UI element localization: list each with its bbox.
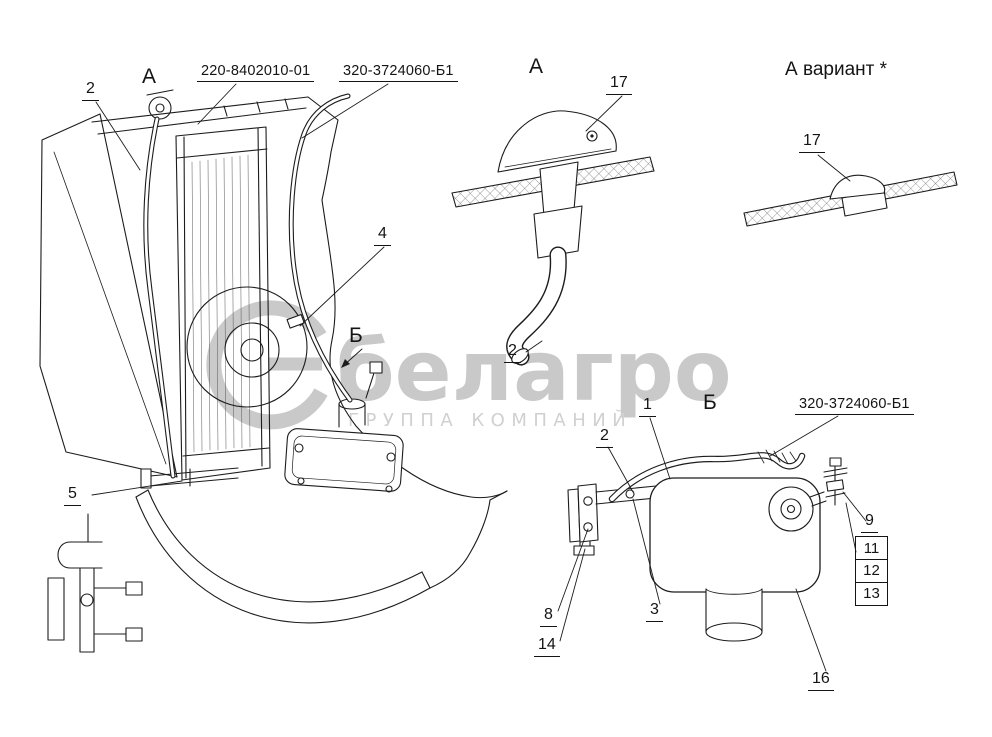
callout-3: 3 [646,601,663,622]
variant-a-drawing [743,154,958,227]
variant-a-title: А вариант * [785,59,888,80]
watermark-subtitle: ГРУППА КОМПАНИЙ [348,409,632,431]
part-number-320-3724060-b1-top: 320-3724060-Б1 [339,63,458,83]
callout-2-detail-a: 2 [504,342,521,363]
callout-11: 11 [855,536,888,560]
watermark-brand: белагро [336,322,732,420]
watermark: белагро ГРУППА КОМПАНИЙ [206,300,732,431]
part-number-320-3724060-b1-detail-b: 320-3724060-Б1 [795,396,914,416]
callout-16: 16 [808,670,834,691]
callout-2-detail-b: 2 [596,427,613,448]
callout-9: 9 [861,512,878,533]
callout-14: 14 [534,636,560,657]
detail-a-title: А [529,55,544,78]
main-view-drawing [39,83,508,653]
callout-box-group: 11 12 13 [855,536,888,606]
washer-pump [768,486,814,532]
part-number-220-8402010-01: 220-8402010-01 [197,63,315,83]
detail-a-drawing [451,95,655,366]
hose-clamp [286,313,305,329]
callout-17-variant: 17 [799,132,825,153]
watermark-logo-ring [206,300,328,430]
callout-5: 5 [64,485,81,506]
callout-17-detail-a: 17 [606,74,632,95]
view-b-arrowhead [341,359,350,368]
callout-13: 13 [855,581,888,606]
nozzle-dome [497,110,617,173]
detail-b-title: Б [703,391,717,414]
callout-8: 8 [540,606,557,627]
callout-2-main: 2 [82,80,99,101]
callout-4: 4 [374,225,391,246]
view-arrow-b-label: Б [349,324,363,347]
view-arrow-a-label: А [142,65,157,88]
callout-12: 12 [855,558,888,583]
callout-1: 1 [639,396,656,417]
nozzle-low-profile [829,174,886,200]
detail-b-drawing [557,415,867,672]
